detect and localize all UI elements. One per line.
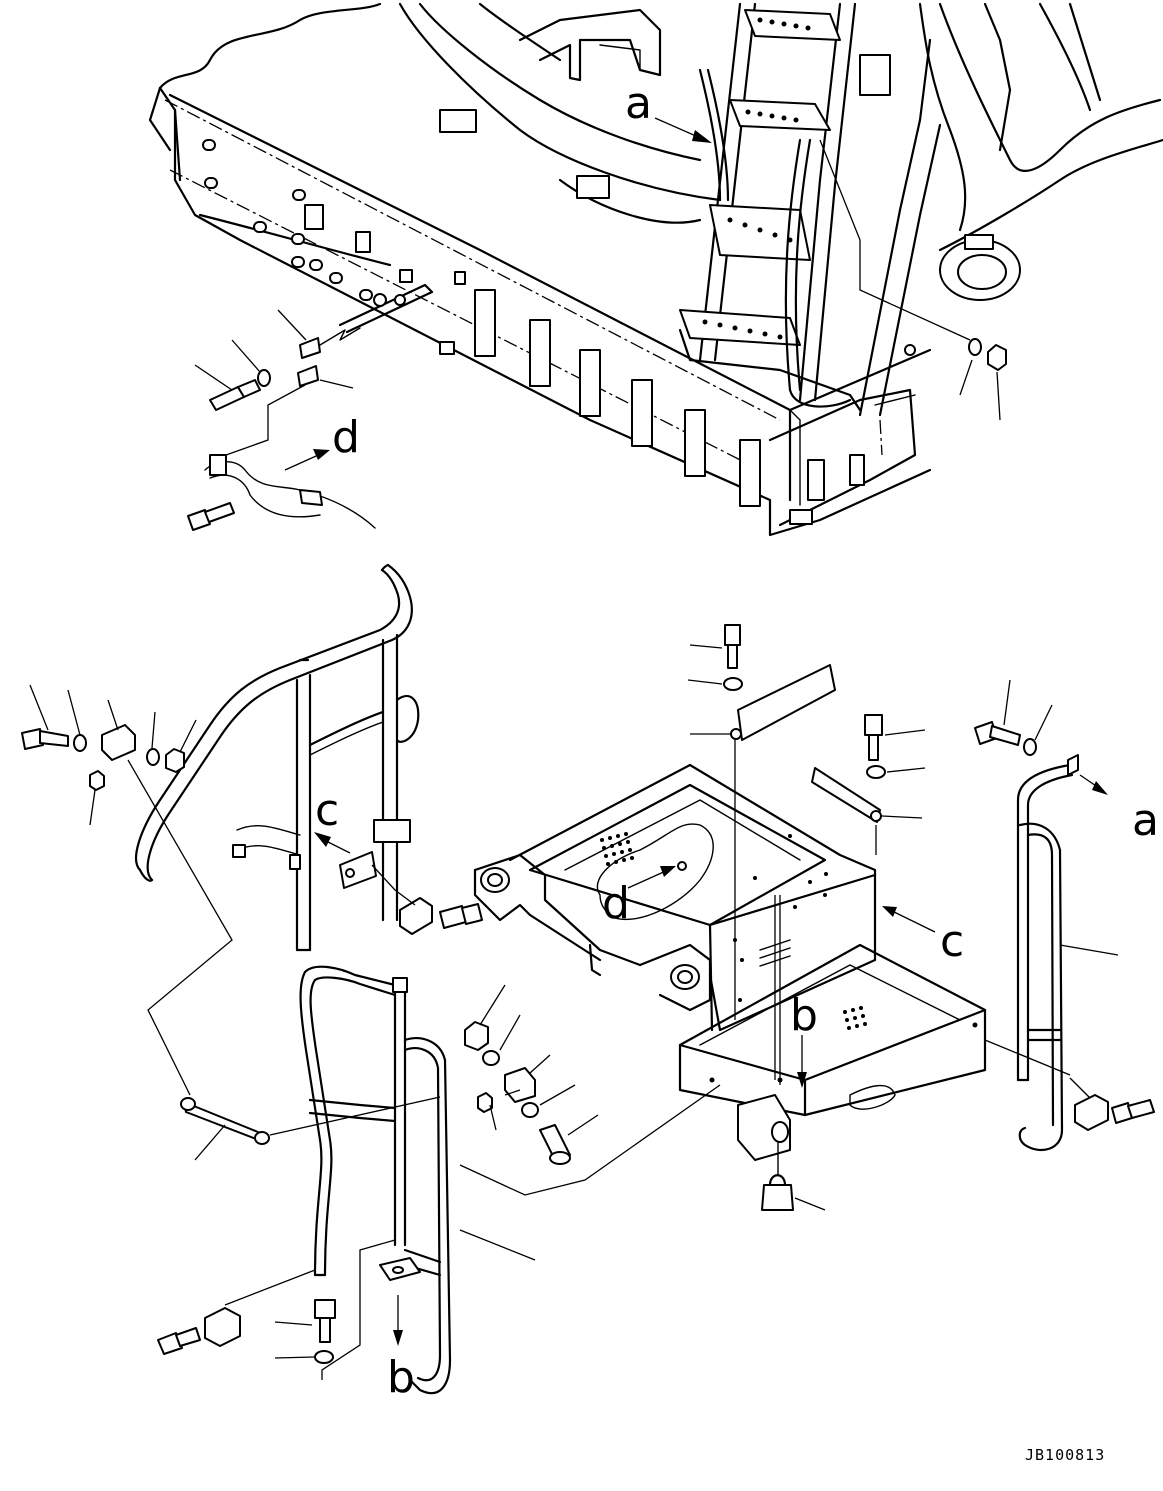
nut-icon xyxy=(464,1021,489,1051)
bolt-icon xyxy=(21,728,44,750)
callout-a-top: a xyxy=(625,78,652,129)
clamp-icon xyxy=(1074,1094,1109,1131)
left-ladder: b xyxy=(299,965,536,1403)
clamp-icon xyxy=(299,337,321,359)
cover-plates xyxy=(687,624,926,855)
main-frame xyxy=(148,2,1163,537)
washer-icon xyxy=(314,1350,334,1364)
washer-icon xyxy=(723,677,743,691)
callout-b-mid: b xyxy=(790,990,818,1041)
washer-icon xyxy=(73,734,87,752)
washer-icon xyxy=(482,1050,500,1066)
lower-grille-holes xyxy=(843,1006,867,1030)
left-rail-hardware: c xyxy=(21,684,483,1096)
clamp-icon xyxy=(204,1307,241,1347)
lower-box: b xyxy=(459,735,1071,1211)
tie-rod xyxy=(180,1096,441,1161)
frame-pins xyxy=(202,109,610,355)
rung-holes xyxy=(702,17,811,340)
washer-icon xyxy=(521,1102,539,1118)
cover-plate xyxy=(811,767,881,823)
clamp-icon xyxy=(504,1067,536,1103)
top-callouts: a d xyxy=(284,78,712,471)
washer-icon xyxy=(866,765,886,779)
base-hardware xyxy=(157,1239,396,1380)
callout-b-low: b xyxy=(387,1352,415,1403)
washer-icon xyxy=(146,748,160,766)
washer-icon xyxy=(968,338,982,356)
grille-holes xyxy=(600,832,634,866)
center-platform: d c xyxy=(473,763,964,1032)
bolt-icon xyxy=(314,1299,336,1319)
bolt-icon xyxy=(187,509,211,531)
callout-c-left: c xyxy=(315,785,339,836)
nut-icon xyxy=(987,344,1007,371)
callout-a-side: a xyxy=(1132,795,1159,846)
washer-icon xyxy=(1023,738,1037,756)
right-handrail: a xyxy=(974,679,1159,1152)
bolt-icon xyxy=(724,624,741,646)
bolt-icon xyxy=(157,1332,183,1355)
left-handrail xyxy=(135,563,420,952)
callout-d-top: d xyxy=(332,412,360,463)
ladder-mount-hardware xyxy=(819,139,1007,421)
clamp-icon xyxy=(399,897,433,935)
top-ladder xyxy=(678,2,916,412)
washer-icon xyxy=(257,369,271,387)
center-hardware xyxy=(464,984,599,1165)
nut-icon xyxy=(89,770,105,791)
padlock-icon xyxy=(761,1184,794,1211)
callout-d-mid: d xyxy=(602,878,630,929)
drawing-code: JB100813 xyxy=(1025,1446,1105,1464)
frame-bracket-hardware xyxy=(187,309,376,531)
nut-icon xyxy=(165,748,185,773)
callout-c-right: c xyxy=(940,916,964,967)
padlock-shackle xyxy=(768,1174,787,1187)
clamp-icon xyxy=(297,365,319,387)
bolt-icon xyxy=(864,714,883,736)
bolt-icon xyxy=(209,386,245,411)
clamp-icon xyxy=(101,724,136,761)
cover-plate xyxy=(737,664,836,741)
nut-icon xyxy=(477,1092,493,1113)
